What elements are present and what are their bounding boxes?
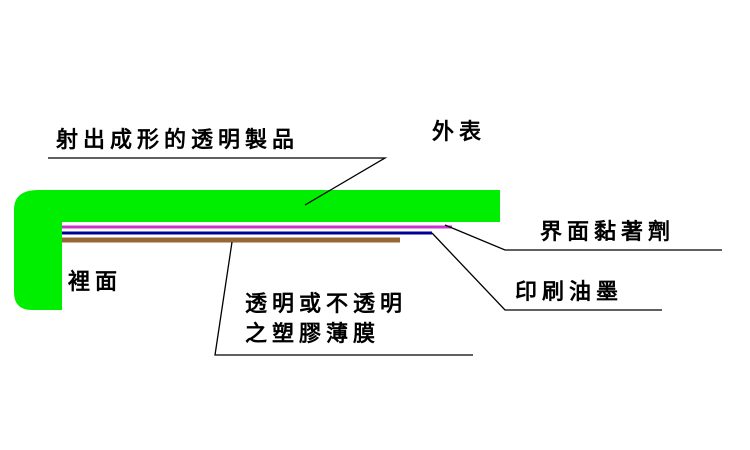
ink-label: 印刷油墨 [515,280,624,305]
molded-product-body [14,190,500,310]
adhesive-leader-line [444,224,722,251]
outer-surface-label: 外表 [432,120,487,145]
ink-leader-line [431,232,662,311]
film-label-line2: 之塑膠薄膜 [245,322,381,347]
product-leader-line [48,157,388,206]
adhesive-label: 界面黏著劑 [540,220,676,245]
film-leader-line [214,241,473,356]
film-label-line1: 透明或不透明 [245,292,408,317]
product-label: 射出成形的透明製品 [56,128,300,153]
inner-surface-label: 裡面 [68,270,123,295]
